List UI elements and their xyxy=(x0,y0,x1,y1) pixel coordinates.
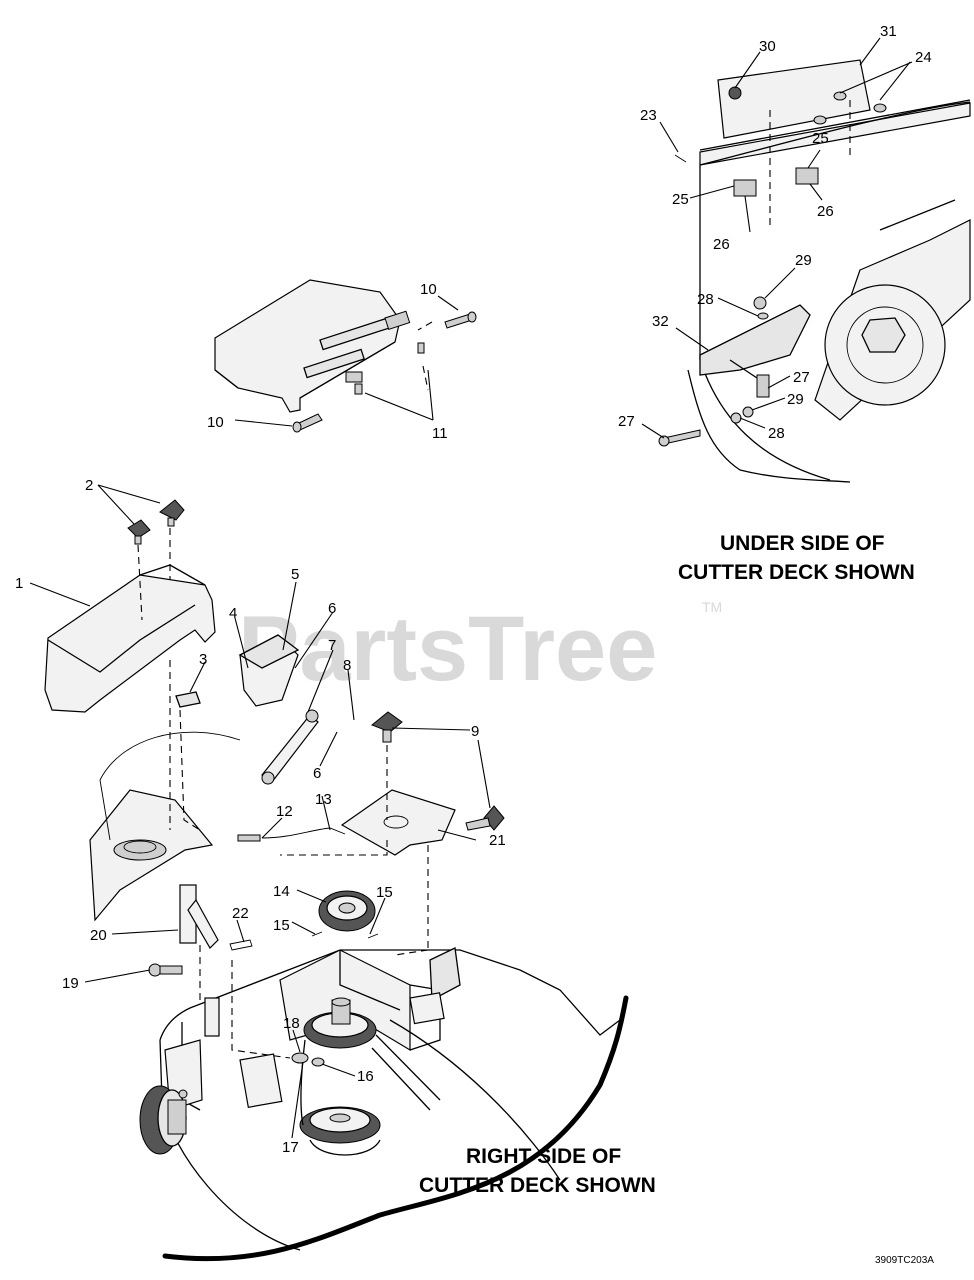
callout-19: 19 xyxy=(62,975,79,992)
callout-28b: 28 xyxy=(768,425,785,442)
callout-25a: 25 xyxy=(812,130,829,147)
callout-25b: 25 xyxy=(672,191,689,208)
caption-right-side-line1: RIGHT SIDE OF xyxy=(466,1145,621,1168)
callout-26a: 26 xyxy=(817,203,834,220)
callout-6b: 6 xyxy=(313,765,321,782)
callout-23: 23 xyxy=(640,107,657,124)
callout-1: 1 xyxy=(15,575,23,592)
callout-3: 3 xyxy=(199,651,207,668)
callout-29a: 29 xyxy=(795,252,812,269)
callout-16: 16 xyxy=(357,1068,374,1085)
caption-under-side-line1: UNDER SIDE OF xyxy=(720,532,885,555)
callout-21: 21 xyxy=(489,832,506,849)
callout-10b: 10 xyxy=(207,414,224,431)
callout-17: 17 xyxy=(282,1139,299,1156)
belt-cover-drawing xyxy=(214,279,477,433)
callout-29b: 29 xyxy=(787,391,804,408)
caption-right-side-line2: CUTTER DECK SHOWN xyxy=(419,1174,656,1197)
right-side-deck-drawing xyxy=(44,499,629,1262)
callout-20: 20 xyxy=(90,927,107,944)
callout-14: 14 xyxy=(273,883,290,900)
callout-9: 9 xyxy=(471,723,479,740)
callout-31: 31 xyxy=(880,23,897,40)
callout-26b: 26 xyxy=(713,236,730,253)
callout-24: 24 xyxy=(915,49,932,66)
caption-under-side-line2: CUTTER DECK SHOWN xyxy=(678,561,915,584)
callout-10a: 10 xyxy=(420,281,437,298)
watermark-trademark: TM xyxy=(702,599,722,615)
callout-28a: 28 xyxy=(697,291,714,308)
callout-12: 12 xyxy=(276,803,293,820)
callout-5: 5 xyxy=(291,566,299,583)
callout-labels: 1 2 3 4 5 6 6 7 8 9 10 10 11 12 13 14 15… xyxy=(15,23,932,1156)
callout-13: 13 xyxy=(315,791,332,808)
callout-27a: 27 xyxy=(793,369,810,386)
callout-8: 8 xyxy=(343,657,351,674)
callout-6a: 6 xyxy=(328,600,336,617)
callout-18: 18 xyxy=(283,1015,300,1032)
watermark-text: PartsTree xyxy=(238,598,657,700)
callout-15b: 15 xyxy=(273,917,290,934)
drawing-code: 3909TC203A xyxy=(875,1255,934,1266)
callout-7: 7 xyxy=(328,637,336,654)
callout-32: 32 xyxy=(652,313,669,330)
callout-4: 4 xyxy=(229,605,237,622)
callout-2: 2 xyxy=(85,477,93,494)
callout-15a: 15 xyxy=(376,884,393,901)
callout-30: 30 xyxy=(759,38,776,55)
callout-27b: 27 xyxy=(618,413,635,430)
underside-deck-drawing xyxy=(658,59,971,483)
callout-11: 11 xyxy=(432,425,448,442)
callout-22: 22 xyxy=(232,905,249,922)
